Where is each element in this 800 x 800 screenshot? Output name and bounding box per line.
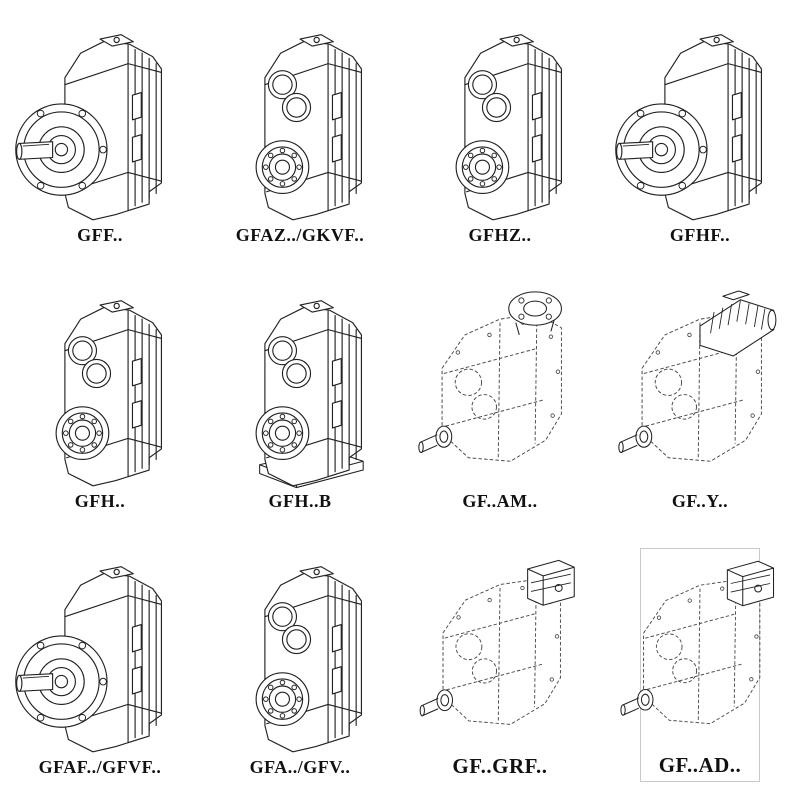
gearbox-symbol <box>256 567 361 752</box>
foot-mounted-gearbox-with-base-drawing <box>204 284 396 490</box>
model-label: GF..GRF.. <box>452 753 548 778</box>
model-label: GFH..B <box>268 491 332 512</box>
gearbox-with-motor-adapter-drawing <box>404 284 596 490</box>
cell-gfhf: GFHF.. <box>640 16 760 250</box>
flange-gearbox-drawing <box>604 18 796 224</box>
hollow-shaft-gearbox-drawing <box>204 18 396 224</box>
model-label: GFH.. <box>74 491 126 512</box>
gearbox-with-input-adapter-drawing <box>604 551 796 752</box>
gearbox-symbol <box>619 291 776 461</box>
model-label: GF..AM.. <box>462 491 538 512</box>
cell-gf-y: GF..Y.. <box>640 282 760 516</box>
cell-gf-ad: GF..AD.. <box>640 548 760 782</box>
gearbox-symbol <box>456 35 561 220</box>
flange-mounted-gearbox-drawing <box>4 18 196 224</box>
cell-gfhz: GFHZ.. <box>440 16 560 250</box>
gearbox-symbol <box>420 560 574 724</box>
foot-mounted-gearbox-drawing <box>4 284 196 490</box>
gearbox-symbol <box>16 35 162 220</box>
cell-gfaz-gkvf: GFAZ../GKVF.. <box>236 16 364 250</box>
cell-gf-am: GF..AM.. <box>440 282 560 516</box>
model-label: GFA../GFV.. <box>249 757 351 778</box>
cell-gf-grf: GF..GRF.. <box>440 548 560 782</box>
cell-gfaf-gfvf: GFAF../GFVF.. <box>40 548 160 782</box>
gearbox-symbol <box>419 292 562 461</box>
cell-gff: GFF.. <box>40 16 160 250</box>
gearbox-symbol <box>621 561 774 723</box>
gearbox-symbol <box>256 301 363 488</box>
gearbox-symbol <box>616 35 762 220</box>
gearbox-symbol <box>256 35 361 220</box>
gearbox-symbol <box>56 301 161 486</box>
model-label: GFHZ.. <box>468 225 532 246</box>
gearbox-symbol <box>16 567 162 752</box>
model-label: GFAF../GFVF.. <box>38 757 162 778</box>
model-label: GFF.. <box>77 225 123 246</box>
model-label: GFAZ../GKVF.. <box>235 225 365 246</box>
cell-gfh: GFH.. <box>40 282 160 516</box>
model-label: GF..AD.. <box>658 752 742 777</box>
cell-gfa-gfv: GFA../GFV.. <box>240 548 360 782</box>
hollow-shaft-gearbox-drawing <box>404 18 596 224</box>
output-flange-gearbox-drawing <box>4 550 196 756</box>
model-label: GFHF.. <box>669 225 731 246</box>
gearbox-with-adapter-block-drawing <box>404 550 596 753</box>
model-label: GF..Y.. <box>671 491 729 512</box>
cell-gfh-b: GFH..B <box>240 282 360 516</box>
gearbox-with-motor-drawing <box>604 284 796 490</box>
shaft-input-gearbox-drawing <box>204 550 396 756</box>
